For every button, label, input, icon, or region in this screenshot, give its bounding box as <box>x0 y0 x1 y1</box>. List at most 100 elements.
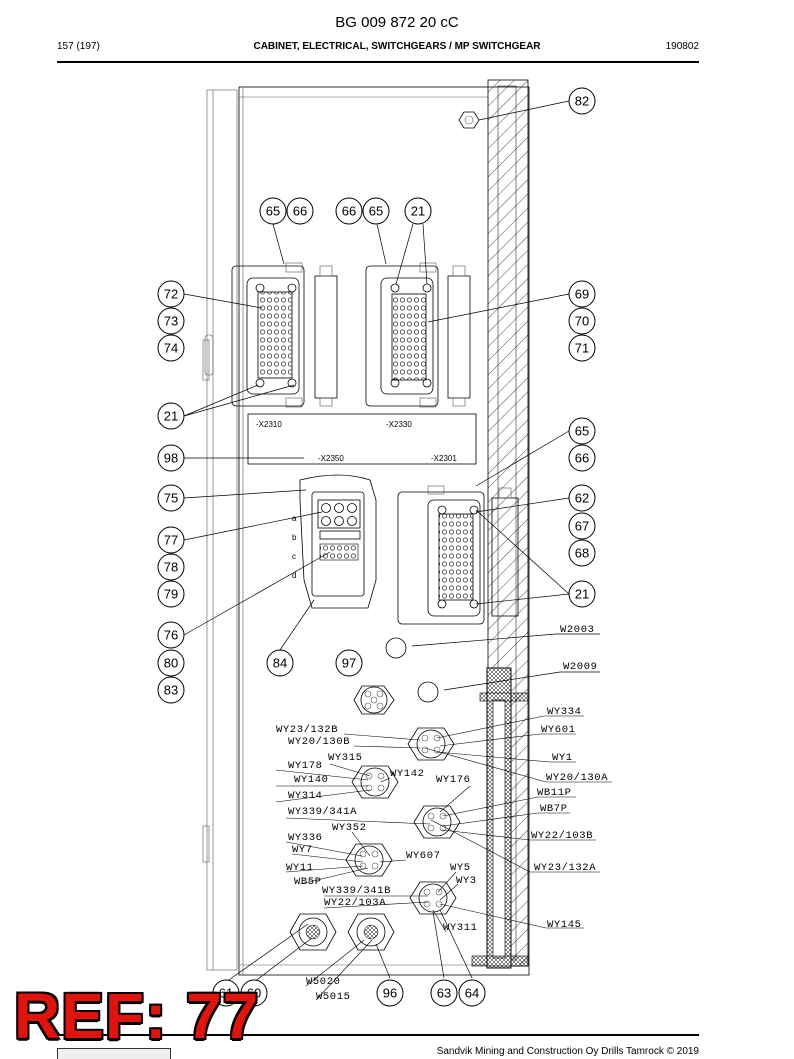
svg-text:75: 75 <box>164 491 178 506</box>
callout-69: 69 <box>568 280 596 308</box>
svg-text:83: 83 <box>164 683 178 698</box>
callout-72: 72 <box>157 280 185 308</box>
wire-label-wy315: WY315 <box>328 752 363 764</box>
callout-65: 65 <box>259 197 287 225</box>
bottom-leaders <box>225 909 473 983</box>
wire-label-wy140: WY140 <box>294 774 329 786</box>
wire-label-wy336: WY336 <box>288 832 323 844</box>
svg-text:60: 60 <box>247 986 261 1001</box>
svg-text:78: 78 <box>164 560 178 575</box>
svg-text:65: 65 <box>575 424 589 439</box>
wire-label-wb7p: WB7P <box>540 803 568 815</box>
callout-80: 80 <box>157 649 185 677</box>
svg-text:73: 73 <box>164 314 178 329</box>
wire-label-wy142: WY142 <box>390 768 425 780</box>
callout-66: 66 <box>568 444 596 472</box>
latch <box>204 334 214 376</box>
label-x2350: -X2350 <box>318 454 344 463</box>
wire-label-w2003: W2003 <box>560 624 595 636</box>
svg-text:96: 96 <box>383 986 397 1001</box>
leader-lines <box>183 100 600 691</box>
header-rule <box>57 61 699 63</box>
label-x2330: -X2330 <box>386 420 412 429</box>
svg-text:72: 72 <box>164 287 178 302</box>
callout-83: 83 <box>157 676 185 704</box>
wire-label-wy22-103a: WY22/103A <box>324 897 386 909</box>
page-number: 157 (197) <box>57 41 100 52</box>
wire-label-wy314: WY314 <box>288 790 323 802</box>
vertical-rod <box>471 667 529 969</box>
row-label-a: a <box>292 514 297 523</box>
svg-text:67: 67 <box>575 519 589 534</box>
callout-65: 65 <box>362 197 390 225</box>
wire-label-wy1: WY1 <box>552 752 573 764</box>
document-title: BG 009 872 20 cC <box>335 14 459 31</box>
wire-label-w5020: W5020 <box>306 976 341 988</box>
hex-nut-icon <box>458 111 480 129</box>
wire-label-wb5p: WB5P <box>294 876 322 888</box>
callout-21: 21 <box>157 402 185 430</box>
cable-gland-middle-left <box>351 765 399 799</box>
wire-label-wy3: WY3 <box>456 875 477 887</box>
callout-71: 71 <box>568 334 596 362</box>
svg-text:66: 66 <box>293 204 307 219</box>
cable-gland-w5015 <box>347 913 395 951</box>
svg-text:97: 97 <box>342 656 356 671</box>
cabinet-outline <box>202 86 530 976</box>
footer-rule <box>57 1034 699 1036</box>
section-title: CABINET, ELECTRICAL, SWITCHGEARS / MP SW… <box>253 41 541 52</box>
callout-61: 61 <box>212 979 240 1007</box>
svg-text:66: 66 <box>575 451 589 466</box>
wire-label-wy176: WY176 <box>436 774 471 786</box>
callout-96: 96 <box>376 979 404 1007</box>
wire-label-wy607: WY607 <box>406 850 441 862</box>
callout-73: 73 <box>157 307 185 335</box>
svg-text:82: 82 <box>575 94 589 109</box>
wire-labels: W2003 W2009 WY334 WY601 WY23/132B WY20/1… <box>276 624 608 1003</box>
wire-label-wy334: WY334 <box>547 706 582 718</box>
svg-text:62: 62 <box>575 491 589 506</box>
svg-text:98: 98 <box>164 451 178 466</box>
callout-98: 98 <box>157 444 185 472</box>
cable-gland-w5020 <box>289 913 337 951</box>
svg-text:64: 64 <box>465 986 479 1001</box>
callout-82: 82 <box>568 87 596 115</box>
svg-text:70: 70 <box>575 314 589 329</box>
svg-text:80: 80 <box>164 656 178 671</box>
svg-text:79: 79 <box>164 587 178 602</box>
callout-66: 66 <box>286 197 314 225</box>
cable-gland-lower-left <box>345 843 393 877</box>
reference-stamp: REF: 77 <box>14 980 260 1052</box>
wire-label-wy22-103b: WY22/103B <box>531 830 593 842</box>
svg-text:21: 21 <box>164 409 178 424</box>
svg-text:76: 76 <box>164 628 178 643</box>
svg-text:77: 77 <box>164 533 178 548</box>
wire-label-wy601: WY601 <box>541 724 576 736</box>
wire-label-wb11p: WB11P <box>537 787 572 799</box>
wire-label-wy339-341b: WY339/341B <box>322 885 391 897</box>
cover-clip <box>319 265 333 277</box>
connector-cover <box>314 275 338 399</box>
cover-clip <box>319 397 333 407</box>
svg-text:74: 74 <box>164 341 178 356</box>
svg-text:21: 21 <box>575 587 589 602</box>
svg-text:61: 61 <box>219 986 233 1001</box>
wire-label-wy352: WY352 <box>332 822 367 834</box>
callout-65: 65 <box>568 417 596 445</box>
label-strip: -X2310 -X2330 -X2350 -X2301 <box>247 413 477 465</box>
cable-gland-upper-right <box>407 727 455 761</box>
callout-66: 66 <box>335 197 363 225</box>
cover-clip <box>452 397 466 407</box>
cable-gland-middle-right <box>413 805 461 839</box>
svg-text:84: 84 <box>273 656 287 671</box>
wire-label-wy20-130a: WY20/130A <box>546 772 608 784</box>
callout-74: 74 <box>157 334 185 362</box>
wire-label-wy339-341a: WY339/341A <box>288 806 357 818</box>
wire-label-wy311: WY311 <box>443 922 478 934</box>
svg-text:65: 65 <box>369 204 383 219</box>
wire-label-wy23-132b: WY23/132B <box>276 724 338 736</box>
callout-62: 62 <box>568 484 596 512</box>
cable-gland-lower-right <box>409 881 457 915</box>
connector-x2330 <box>365 262 439 408</box>
